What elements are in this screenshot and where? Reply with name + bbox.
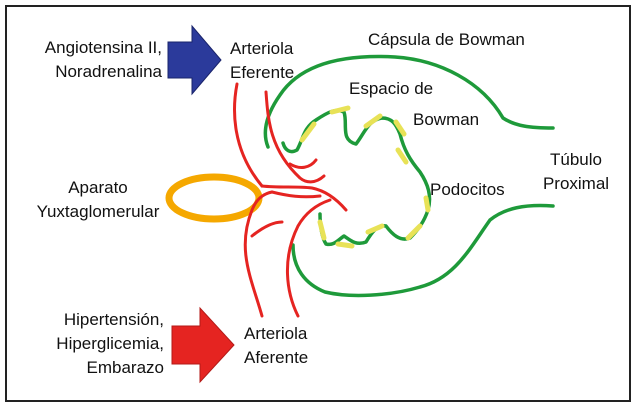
afferent-stimuli-line-2: Hiperglicemia, [56, 334, 164, 353]
afferent-stimuli-label: Hipertensión, Hiperglicemia, Embarazo [18, 308, 164, 380]
podocytes-text: Podocitos [430, 180, 505, 199]
proximal-tubule-label: Túbulo Proximal [531, 148, 621, 196]
efferent-arteriole-label: Arteriola Eferente [230, 37, 294, 85]
efferent-arteriole-line-1: Arteriola [230, 39, 294, 58]
juxtaglomerular-line-2: Yuxtaglomerular [36, 202, 160, 221]
efferent-arteriole-line-2: Eferente [230, 63, 295, 82]
diagram-frame [5, 5, 631, 402]
afferent-stimuli-line-1: Hipertensión, [63, 310, 164, 329]
juxtaglomerular-line-1: Aparato [68, 178, 128, 197]
bowman-capsule-outer-lower [291, 203, 555, 298]
efferent-arteriole-vessels [233, 82, 348, 212]
bowman-space-label: Espacio de Bowman [349, 77, 479, 132]
blue-arrow [167, 24, 222, 96]
bowman-space-line-1: Espacio de [349, 79, 434, 98]
afferent-arteriole-line-2: Aferente [244, 348, 309, 367]
bowman-capsule-text: Cápsula de Bowman [368, 30, 525, 49]
efferent-stimuli-line-2: Noradrenalina [55, 62, 162, 81]
red-arrow [171, 306, 235, 384]
proximal-tubule-line-2: Proximal [542, 174, 610, 193]
podocytes [299, 105, 431, 249]
proximal-tubule-line-1: Túbulo [550, 150, 602, 169]
bowman-space-line-2: Bowman [413, 110, 480, 129]
afferent-arteriole-label: Arteriola Aferente [244, 322, 308, 370]
bowman-capsule-label: Cápsula de Bowman [368, 28, 525, 52]
efferent-stimuli-line-1: Angiotensina II, [44, 38, 162, 57]
efferent-stimuli-label: Angiotensina II, Noradrenalina [18, 36, 162, 84]
bowman-capsule-outer [263, 54, 555, 149]
afferent-arteriole-vessels [243, 190, 332, 318]
afferent-stimuli-line-3: Embarazo [86, 358, 164, 377]
juxtaglomerular-ring [165, 173, 263, 223]
juxtaglomerular-label: Aparato Yuxtaglomerular [26, 176, 170, 224]
podocytes-label: Podocitos [430, 178, 505, 202]
glomerulus-inner [281, 108, 432, 247]
afferent-arteriole-line-1: Arteriola [244, 324, 308, 343]
